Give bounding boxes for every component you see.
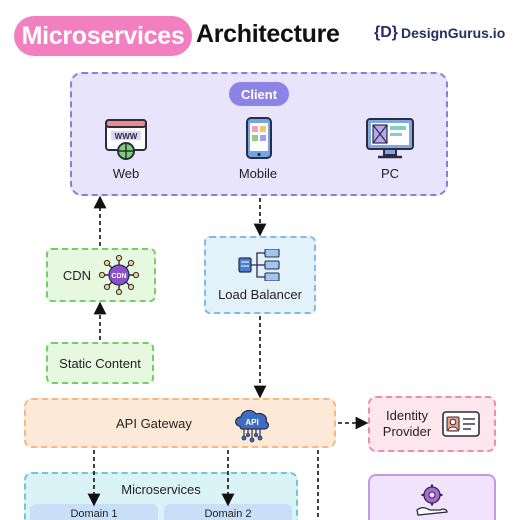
load-balancer-label: Load Balancer [218, 286, 302, 302]
brand: {D} DesignGurus.io [374, 24, 505, 42]
client-pc: PC [350, 116, 430, 181]
load-balancer-node: Load Balancer [204, 236, 316, 314]
client-mobile: Mobile [218, 116, 298, 181]
identity-provider-node: Identity Provider [368, 396, 496, 452]
cut-off-node [368, 474, 496, 520]
page-title: Architecture [196, 20, 340, 48]
cdn-network-icon: CDN [99, 255, 140, 295]
api-gateway-node: API Gateway API [24, 398, 336, 448]
brand-name: DesignGurus.io [401, 25, 506, 41]
load-balancer-icon [238, 248, 280, 281]
domain-card-1: Domain 1 [30, 504, 158, 520]
identity-provider-label-line1: Identity [386, 407, 428, 423]
cdn-badge: CDN [111, 273, 126, 280]
cdn-node: CDN CDN [46, 248, 156, 302]
client-mobile-label: Mobile [238, 166, 278, 181]
brand-logo-icon: {D} [374, 24, 399, 41]
desktop-monitor-icon [366, 118, 414, 159]
client-web-label: Web [112, 166, 140, 181]
api-badge: API [245, 418, 258, 427]
static-content-node: Static Content [46, 342, 154, 384]
domain-card-2: Domain 2 [164, 504, 292, 520]
domain-2-label: Domain 2 [204, 508, 252, 520]
static-content-label: Static Content [59, 355, 141, 371]
title-highlight: Microservices [14, 16, 192, 56]
identity-provider-label-line2: Provider [382, 424, 432, 439]
client-web: WWW Web [86, 116, 166, 181]
id-card-icon [442, 411, 481, 437]
api-cloud-icon: API [235, 409, 270, 443]
microservices-label: Microservices [121, 482, 201, 497]
api-gateway-label: API Gateway [116, 416, 192, 431]
www-browser-icon: WWW [105, 119, 147, 160]
cdn-label: CDN [62, 267, 92, 283]
svg-text:WWW: WWW [115, 132, 138, 141]
domain-1-label: Domain 1 [70, 508, 118, 520]
client-label: Client [229, 82, 289, 106]
mobile-phone-icon [246, 117, 272, 159]
gear-hand-icon [416, 484, 448, 516]
client-pc-label: PC [380, 166, 400, 181]
identity-provider-label: Identity Provider [383, 408, 431, 441]
